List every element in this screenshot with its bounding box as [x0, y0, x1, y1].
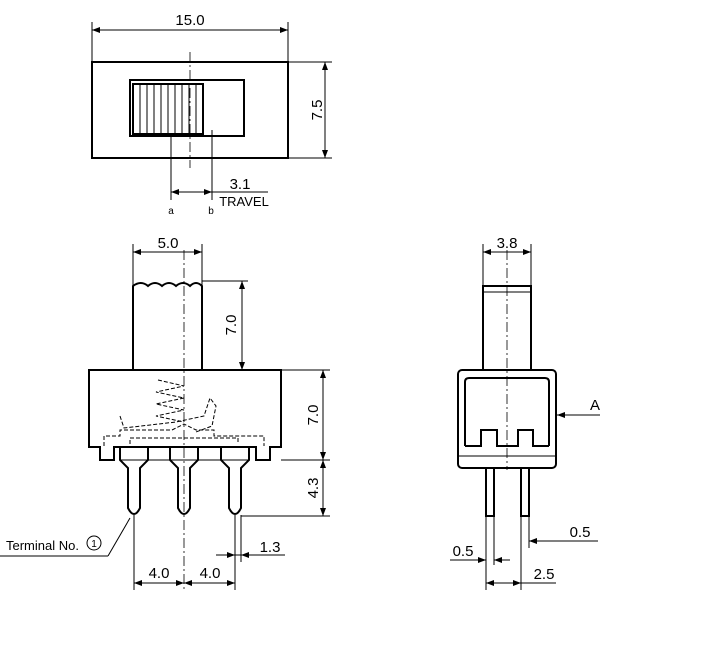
terminal-number: 1: [91, 539, 97, 550]
left-pin-thickness-label: 0.5: [453, 543, 474, 560]
knob-ribs: [139, 84, 197, 134]
pin-length-label: 4.3: [305, 478, 322, 499]
front-body: [88, 369, 282, 461]
side-pin-right: [520, 467, 530, 517]
travel-value: 3.1: [230, 176, 251, 193]
pin-spacing-label: 2.5: [534, 566, 555, 583]
front-view: 5.0 7.0 7.0: [0, 235, 330, 590]
slide-slot: [129, 79, 245, 137]
travel-label: TRAVEL: [219, 194, 269, 209]
position-b-label: b: [208, 206, 214, 217]
actuator-height-label: 7.0: [223, 315, 240, 336]
side-actuator-width-label: 3.8: [497, 235, 518, 252]
terminal-number-circle: [86, 535, 102, 551]
body-height-label: 7.0: [305, 405, 322, 426]
view-a-label: A: [590, 397, 600, 414]
side-pin-left: [485, 467, 495, 517]
pitch-right-label: 4.0: [200, 565, 221, 582]
terminal-pin-2: [169, 447, 199, 515]
terminal-label: Terminal No.: [6, 538, 79, 553]
right-pin-thickness-label: 0.5: [570, 524, 591, 541]
actuator-width-label: 5.0: [158, 235, 179, 252]
terminal-pin-3: [220, 447, 250, 515]
pin-width-label: 1.3: [260, 539, 281, 556]
side-view: 3.8 A 0.5 0.5 2.5: [450, 235, 600, 590]
terminal-pin-1: [119, 447, 149, 515]
position-a-label: a: [168, 206, 174, 217]
pitch-left-label: 4.0: [149, 565, 170, 582]
actuator: [132, 282, 203, 370]
top-height-label: 7.5: [309, 100, 326, 121]
top-view: 15.0 3.1 TRAVEL a b: [91, 12, 332, 217]
top-width-label: 15.0: [175, 12, 204, 29]
